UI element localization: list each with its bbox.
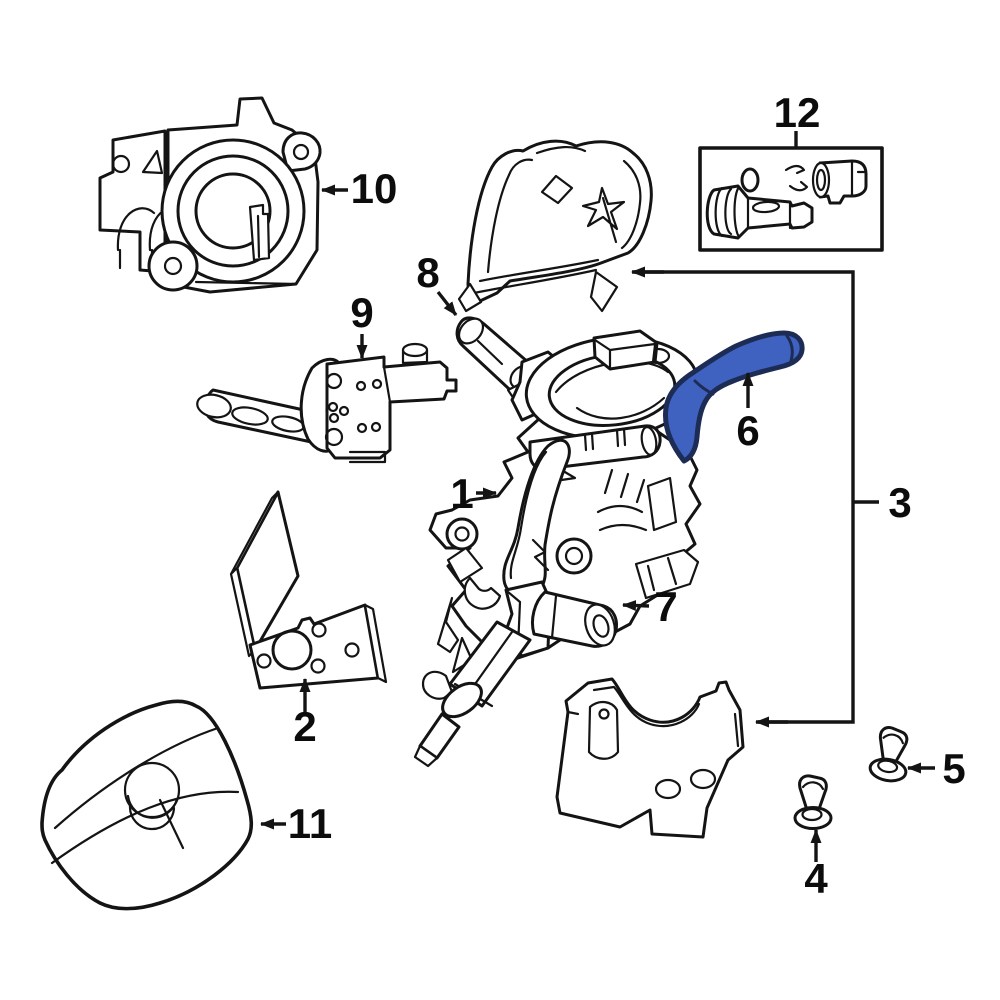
callout-3-bracket bbox=[631, 266, 879, 728]
callout-label-11: 11 bbox=[288, 800, 332, 847]
o-ring bbox=[740, 167, 760, 193]
callout-label-1: 1 bbox=[450, 470, 473, 517]
part-12-lock-cylinder-kit-drawing bbox=[698, 146, 884, 252]
lower-column-cover-drawing bbox=[555, 677, 745, 839]
part-1-steering-column-assembly-drawing bbox=[413, 329, 702, 768]
callout-label-4: 4 bbox=[804, 855, 828, 902]
callout-label-7: 7 bbox=[654, 583, 677, 630]
callout-arrows bbox=[260, 131, 935, 862]
callout-label-2: 2 bbox=[293, 703, 316, 750]
part-11-steering-wheel-pad-drawing bbox=[40, 699, 254, 911]
part-4-screw-drawing bbox=[793, 774, 833, 830]
callout-label-10: 10 bbox=[351, 165, 398, 212]
lock-cylinder bbox=[811, 159, 868, 205]
shift-lever-highlight bbox=[663, 330, 805, 464]
part-10-clockspring-drawing bbox=[98, 96, 322, 294]
callout-label-8: 8 bbox=[416, 249, 439, 296]
part-5-screw-drawing bbox=[866, 723, 915, 785]
callout-label-6: 6 bbox=[736, 407, 759, 454]
lower-steering-shaft-drawing bbox=[413, 620, 532, 768]
part-2-bracket-drawing bbox=[229, 490, 388, 690]
part-6-shift-lever-drawing bbox=[663, 330, 805, 464]
upper-column-cover-drawing bbox=[457, 139, 653, 313]
callout-label-12: 12 bbox=[774, 89, 821, 136]
callout-label-5: 5 bbox=[942, 745, 965, 792]
callout-labels: 1 2 3 4 5 6 7 8 9 10 11 12 bbox=[288, 89, 966, 902]
key-cylinder bbox=[705, 184, 814, 240]
part-9-multifunction-switch-drawing bbox=[196, 342, 458, 464]
retainer-clip bbox=[784, 164, 809, 192]
callout-label-9: 9 bbox=[350, 289, 373, 336]
callout-label-3: 3 bbox=[888, 479, 911, 526]
